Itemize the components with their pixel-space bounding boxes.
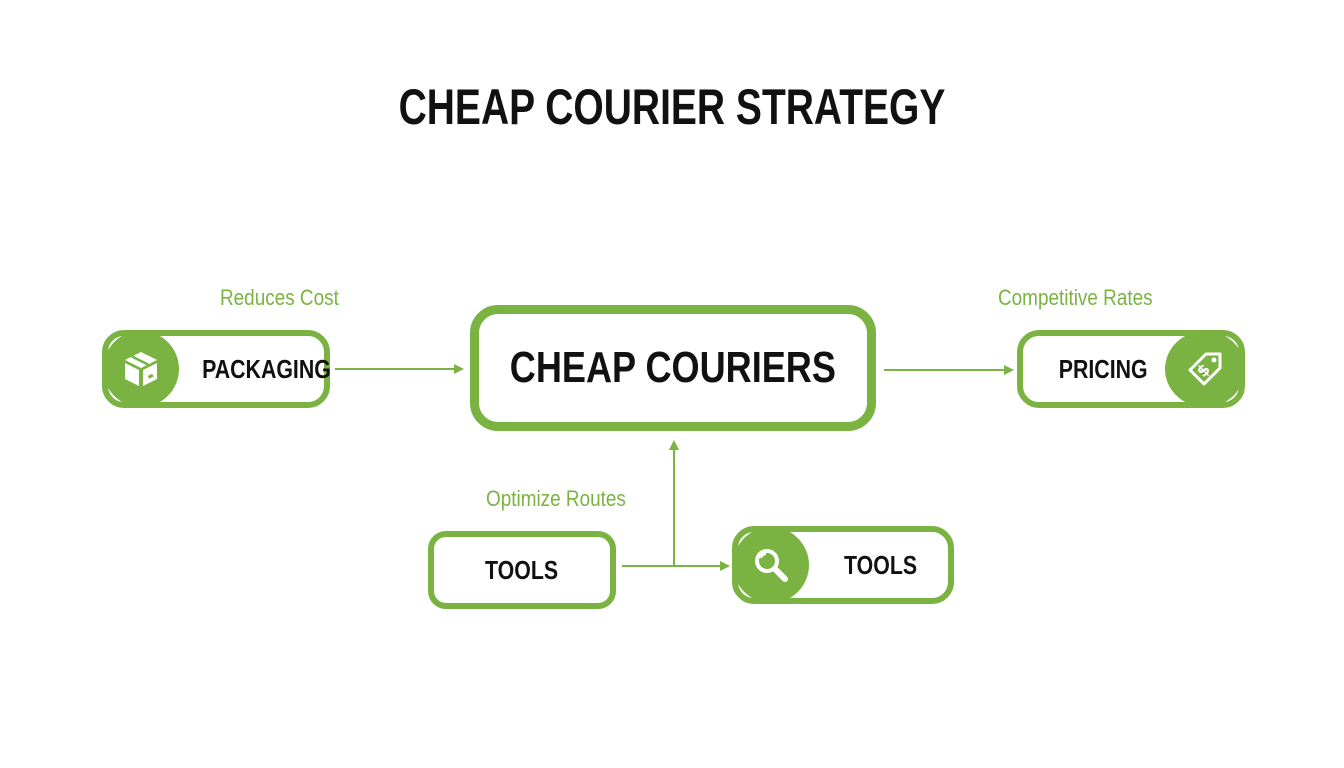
packaging-node-label: PACKAGING	[202, 353, 331, 384]
diagram-title: CHEAP COURIER STRATEGY	[398, 79, 946, 135]
center-node: CHEAP COURIERS	[470, 305, 876, 431]
caption-reduces-cost: Reduces Cost	[220, 285, 339, 310]
price-tag-icon: $	[1165, 331, 1245, 407]
caption-optimize-routes: Optimize Routes	[486, 486, 626, 511]
tools-left-node: TOOLS	[428, 531, 616, 609]
tools-left-node-label: TOOLS	[485, 554, 559, 585]
caption-competitive-rates: Competitive Rates	[998, 285, 1153, 310]
pricing-node-label: PRICING	[1058, 353, 1148, 384]
center-node-label: CHEAP COURIERS	[509, 343, 837, 392]
magnifier-icon	[733, 527, 809, 603]
box-icon	[103, 331, 179, 407]
tools-right-node-label: TOOLS	[844, 549, 918, 580]
